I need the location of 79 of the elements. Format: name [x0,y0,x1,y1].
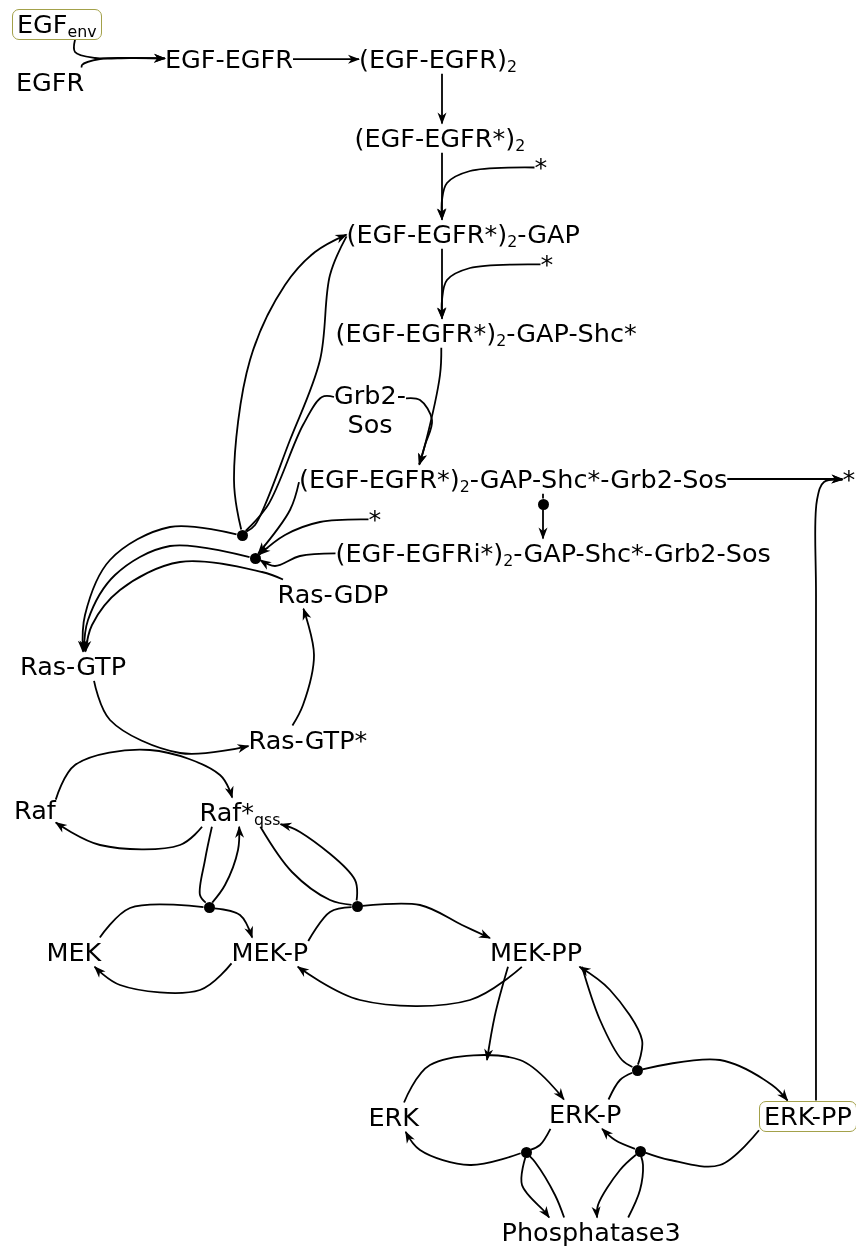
species-label: (EGF-EGFR)$_{2}$ [359,44,517,74]
arrow [82,560,284,653]
species-label: ERK [368,1102,420,1132]
species-label: MEK [46,937,102,967]
arrow [257,481,300,555]
species-box: EGF$_{env}$ [12,8,102,40]
connector-line [607,1071,634,1101]
arrow [279,822,359,902]
species-label: EGF-EGFR [165,44,293,74]
arrow [437,72,447,125]
arrow [77,525,238,653]
junction-dot [520,1146,532,1158]
arrow [79,544,251,653]
arrow [54,748,234,801]
arrow [93,962,233,994]
connector-line [98,903,205,939]
arrow [436,263,542,320]
junction-dot [631,1064,643,1076]
connector-line [627,1155,644,1219]
arrow [814,474,844,1102]
connector-line [307,906,353,942]
arrow [403,1054,565,1104]
arrow [258,518,370,556]
species-label: Ras-GDP [277,579,389,609]
connector-line [244,395,335,532]
species-label: (EGF-EGFR*)$_{2}$ [354,123,526,153]
species-label: (EGF-EGFR*)$_{2}$-GAP-Shc* [335,318,637,348]
species-label: Raf [14,795,56,825]
species-label: ERK-P [549,1099,622,1129]
arrow [405,397,433,466]
arrow [259,552,337,570]
species-label: (EGF-EGFR*)$_{2}$-GAP-Shc*-Grb2-Sos [299,464,728,494]
arrow [520,1156,551,1219]
connector-line [542,492,544,500]
species-label: MEK-PP [490,937,583,967]
arrow [437,247,447,320]
arrow [591,1153,637,1219]
species-label: Grb2- Sos [334,380,406,440]
arrow [641,1058,789,1102]
arrow [578,965,644,1066]
species-label: (EGF-EGFR*)$_{2}$-GAP [346,219,580,249]
arrow [436,166,536,221]
connector-line [528,1155,565,1219]
junction-dot [351,900,363,912]
species-label: * [534,152,548,182]
species-box: ERK-PP [759,1100,856,1132]
arrow [211,825,245,904]
arrow [538,508,548,540]
arrow [484,965,509,1061]
arrow [292,54,360,64]
species-label: Ras-GTP* [248,725,368,755]
species-label: MEK-P [231,937,309,967]
connector-line [530,1127,552,1151]
arrow [291,607,315,727]
species-label: Ras-GTP [20,651,126,681]
junction-dot [249,552,261,564]
arrow [54,821,203,851]
arrow [213,907,254,939]
arrow [80,53,166,69]
species-label: Raf*$_{qss}$ [199,797,281,827]
arrow [437,151,447,221]
species-label: * [368,504,382,534]
species-label: * [842,464,856,494]
arrow [404,1130,522,1166]
connector-line [644,1129,760,1168]
species-label: Phosphatase3 [501,1217,681,1247]
arrow [601,1127,636,1150]
junction-dot [203,901,215,913]
species-label: (EGF-EGFRi*)$_{2}$-GAP-Shc*-Grb2-Sos [335,538,771,568]
arrow [93,679,250,755]
species-label: * [540,249,554,279]
species-label: EGFR [16,67,85,97]
junction-dot [634,1145,646,1157]
junction-dot [236,529,248,541]
arrow [361,902,491,939]
connector-line [259,825,353,906]
junction-dot [537,498,549,510]
connector-line [198,825,213,904]
arrow [296,965,523,1007]
